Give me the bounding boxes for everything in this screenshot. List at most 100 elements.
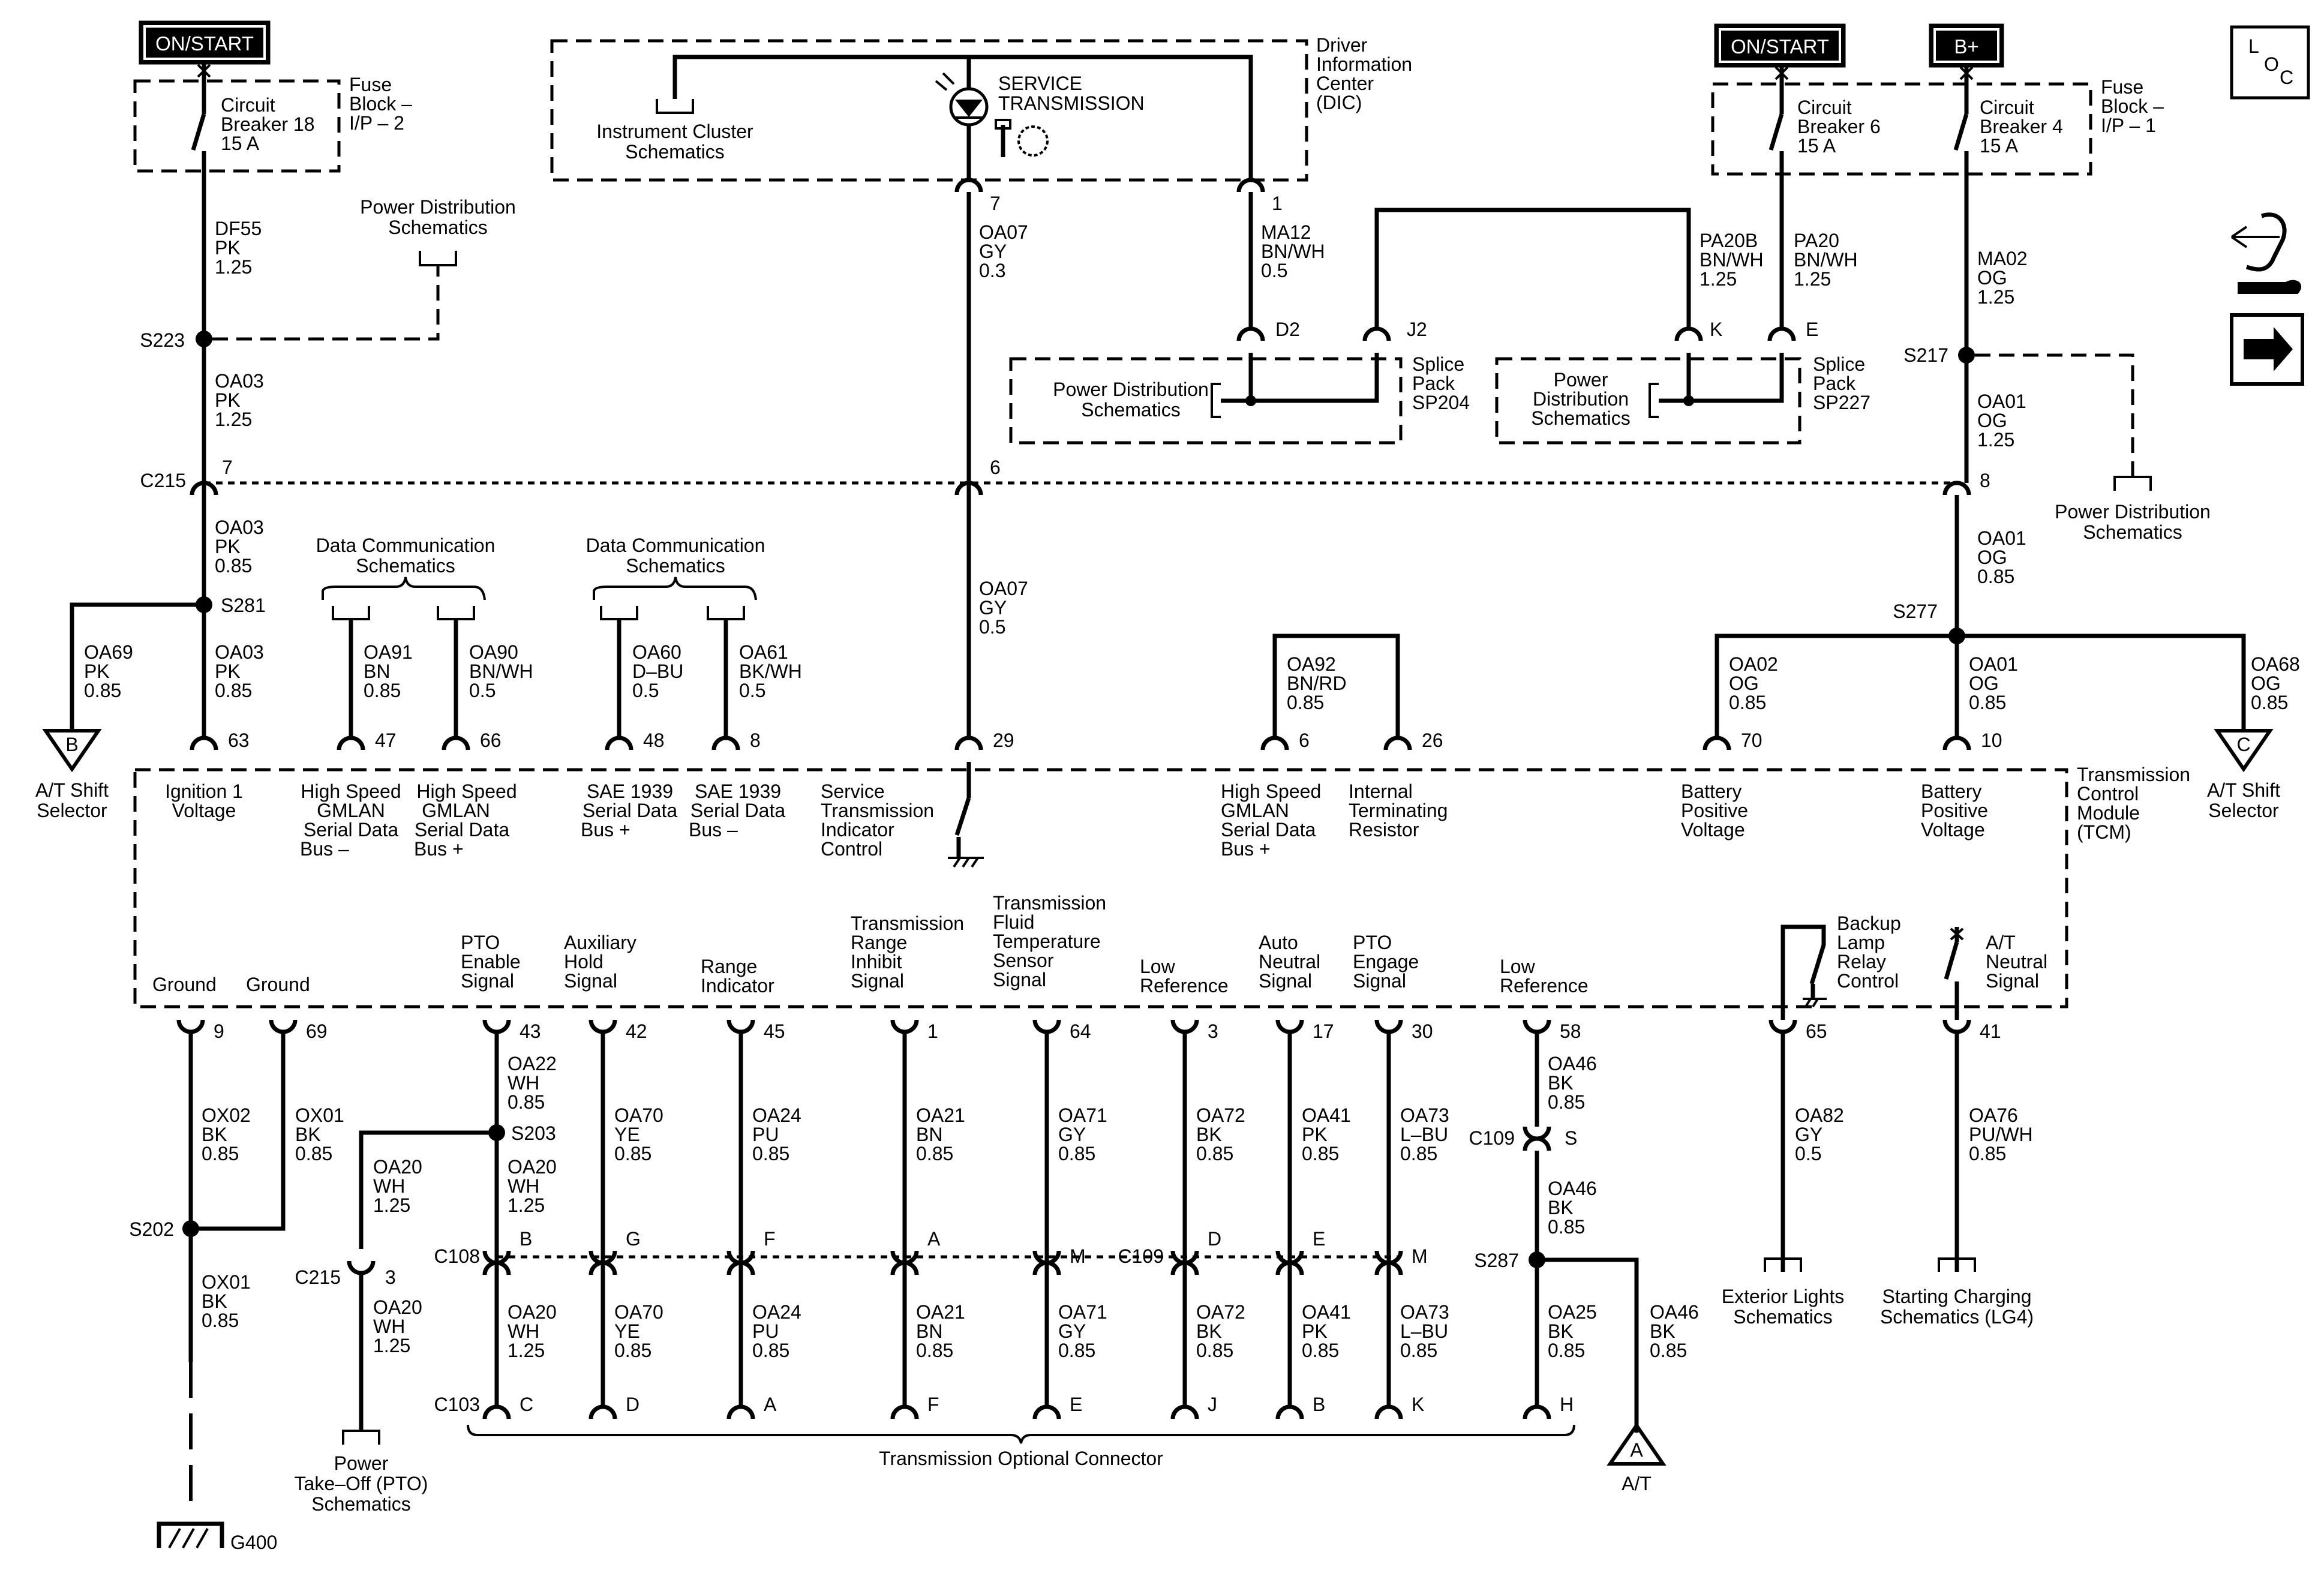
svg-text:0.85: 0.85 — [202, 1310, 239, 1331]
svg-text:1: 1 — [927, 1020, 938, 1042]
svg-text:Schematics: Schematics — [626, 555, 725, 577]
svg-text:OA03: OA03 — [215, 517, 264, 538]
svg-text:Enable: Enable — [461, 951, 521, 972]
svg-text:0.85: 0.85 — [752, 1340, 789, 1361]
svg-text:Engage: Engage — [1353, 951, 1419, 972]
svg-text:GMLAN: GMLAN — [317, 800, 385, 821]
svg-text:47: 47 — [375, 730, 397, 751]
svg-text:30: 30 — [1412, 1020, 1433, 1042]
transmission-control-module-box — [133, 768, 2068, 1008]
svg-text:Control: Control — [1837, 970, 1899, 992]
svg-text:Range: Range — [701, 956, 757, 977]
svg-text:OA69: OA69 — [84, 641, 133, 663]
svg-text:Power Distribution: Power Distribution — [2055, 501, 2211, 523]
svg-text:0.85: 0.85 — [84, 680, 121, 701]
svg-text:9: 9 — [214, 1020, 224, 1042]
location-icon: L O C — [2230, 25, 2310, 100]
svg-text:1.25: 1.25 — [373, 1194, 410, 1216]
svg-text:0.85: 0.85 — [1302, 1340, 1339, 1361]
svg-text:S203: S203 — [511, 1122, 556, 1144]
svg-text:Power Distribution: Power Distribution — [360, 196, 516, 218]
svg-text:0.85: 0.85 — [1548, 1091, 1585, 1113]
svg-text:J: J — [1208, 1394, 1217, 1415]
svg-text:Module: Module — [2077, 802, 2140, 824]
svg-text:Resistor: Resistor — [1349, 819, 1419, 840]
svg-text:K: K — [1710, 319, 1722, 340]
svg-text:Take–Off (PTO): Take–Off (PTO) — [295, 1473, 428, 1494]
svg-text:Splice: Splice — [1813, 353, 1865, 375]
svg-text:WH: WH — [508, 1320, 539, 1342]
svg-text:7: 7 — [222, 457, 233, 478]
svg-text:PU: PU — [752, 1124, 779, 1145]
svg-text:1.25: 1.25 — [1977, 286, 2014, 308]
svg-text:Circuit: Circuit — [221, 94, 275, 116]
svg-text:0.85: 0.85 — [916, 1143, 953, 1164]
svg-text:Transmission: Transmission — [821, 800, 934, 821]
at-neutral-switch — [1944, 927, 1964, 1020]
svg-text:3: 3 — [385, 1266, 396, 1288]
svg-text:Low: Low — [1140, 956, 1176, 977]
svg-text:Range: Range — [851, 932, 907, 953]
service-transmission-indicator-icon — [935, 57, 989, 180]
svg-text:OA22: OA22 — [508, 1053, 557, 1074]
svg-text:OA60: OA60 — [632, 641, 681, 663]
svg-text:Schematics: Schematics — [388, 217, 487, 238]
svg-text:OA07: OA07 — [979, 578, 1028, 599]
svg-text:Reference: Reference — [1500, 975, 1589, 996]
svg-text:Indicator: Indicator — [821, 819, 894, 840]
svg-text:Schematics: Schematics — [2083, 521, 2182, 543]
svg-text:B: B — [65, 734, 78, 755]
svg-text:ON/START: ON/START — [1731, 35, 1829, 58]
svg-text:A/T: A/T — [1622, 1473, 1652, 1494]
svg-text:Breaker 4: Breaker 4 — [1980, 116, 2063, 137]
svg-text:C109: C109 — [1118, 1245, 1164, 1267]
svg-text:Bus +: Bus + — [1221, 838, 1271, 860]
svg-text:0.3: 0.3 — [979, 260, 1005, 281]
svg-text:Control: Control — [821, 838, 882, 860]
svg-text:Fluid: Fluid — [993, 911, 1034, 933]
splice-pack-sp227 — [1495, 357, 1801, 445]
svg-text:OA24: OA24 — [752, 1104, 801, 1126]
c215-pin-8 — [1942, 481, 1971, 496]
svg-text:BK/WH: BK/WH — [739, 661, 802, 682]
svg-text:OA20: OA20 — [508, 1156, 557, 1178]
svg-text:E: E — [1070, 1394, 1082, 1415]
svg-text:0.5: 0.5 — [632, 680, 659, 701]
svg-text:E: E — [1806, 319, 1818, 340]
svg-text:0.85: 0.85 — [1977, 566, 2014, 587]
svg-text:J2: J2 — [1407, 319, 1427, 340]
svg-text:1.25: 1.25 — [508, 1340, 545, 1361]
svg-text:Backup: Backup — [1837, 912, 1901, 934]
svg-text:Serial Data: Serial Data — [690, 800, 786, 821]
svg-text:Serial Data: Serial Data — [304, 819, 399, 840]
svg-text:OA21: OA21 — [916, 1104, 965, 1126]
svg-text:(TCM): (TCM) — [2077, 821, 2131, 843]
svg-text:Information: Information — [1316, 53, 1412, 75]
svg-text:Block –: Block – — [2101, 95, 2164, 117]
svg-text:3: 3 — [1208, 1020, 1218, 1042]
backup-lamp-relay-switch — [1780, 924, 1827, 1020]
svg-text:C109: C109 — [1469, 1127, 1515, 1149]
svg-text:Transmission: Transmission — [2077, 764, 2190, 785]
svg-text:70: 70 — [1741, 730, 1762, 751]
svg-text:41: 41 — [1980, 1020, 2001, 1042]
svg-text:Relay: Relay — [1837, 951, 1886, 972]
svg-text:0.5: 0.5 — [1261, 260, 1287, 281]
svg-text:OA72: OA72 — [1196, 1104, 1245, 1126]
svg-text:Exterior Lights: Exterior Lights — [1722, 1286, 1845, 1307]
splice-s223 — [196, 331, 212, 347]
svg-text:0.85: 0.85 — [1058, 1143, 1095, 1164]
svg-text:OA25: OA25 — [1548, 1301, 1597, 1323]
svg-text:Data Communication: Data Communication — [586, 535, 765, 556]
svg-text:D: D — [626, 1394, 639, 1415]
optional-connector-bracket — [467, 1424, 1575, 1444]
svg-text:0.85: 0.85 — [1969, 1143, 2006, 1164]
svg-text:OA20: OA20 — [508, 1301, 557, 1323]
svg-text:WH: WH — [508, 1175, 539, 1197]
svg-text:OA20: OA20 — [373, 1156, 422, 1178]
connector-wrench-icon — [2230, 212, 2302, 294]
svg-text:C215: C215 — [295, 1266, 341, 1288]
splice-pack-sp204 — [1009, 357, 1403, 445]
svg-text:SP227: SP227 — [1813, 392, 1870, 413]
svg-text:Signal: Signal — [1353, 970, 1406, 992]
